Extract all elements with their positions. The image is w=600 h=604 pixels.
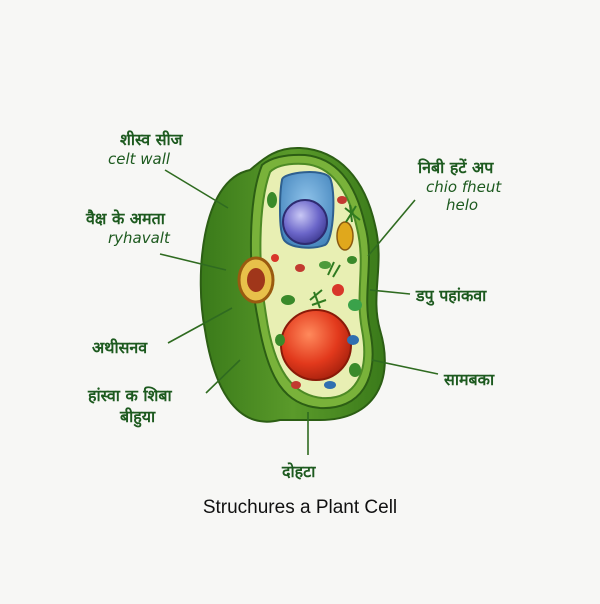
label-5-english: chio fheut: [426, 178, 502, 196]
chloroplast-side-core: [247, 268, 265, 292]
organelles: [267, 192, 362, 389]
label-cell-wall-english: celt wall: [108, 150, 171, 168]
label-cell-wall-hindi: शीस्व सीज: [120, 130, 183, 149]
label-7-hindi: डपु पहांकवा: [416, 286, 487, 305]
leader-lines: [159, 169, 439, 455]
label-2-english: ryhavalt: [108, 229, 170, 247]
label-9-hindi: दोहटा: [282, 462, 316, 481]
diagram-title: Struchures a Plant Cell: [202, 497, 398, 518]
label-4-line2: बीहुया: [120, 407, 156, 426]
label-5-hindi: निबी हटें अप: [418, 158, 494, 177]
large-organelle: [280, 309, 352, 381]
label-2-hindi: वैक्ष के अमता: [86, 209, 165, 228]
label-4-hindi: हांस्वा क शिबा: [88, 386, 172, 405]
label-6-english: helo: [446, 196, 479, 214]
label-8-hindi: सामबका: [444, 370, 495, 389]
label-3-hindi: अथीसनव: [92, 338, 148, 357]
nucleus: [282, 199, 328, 245]
